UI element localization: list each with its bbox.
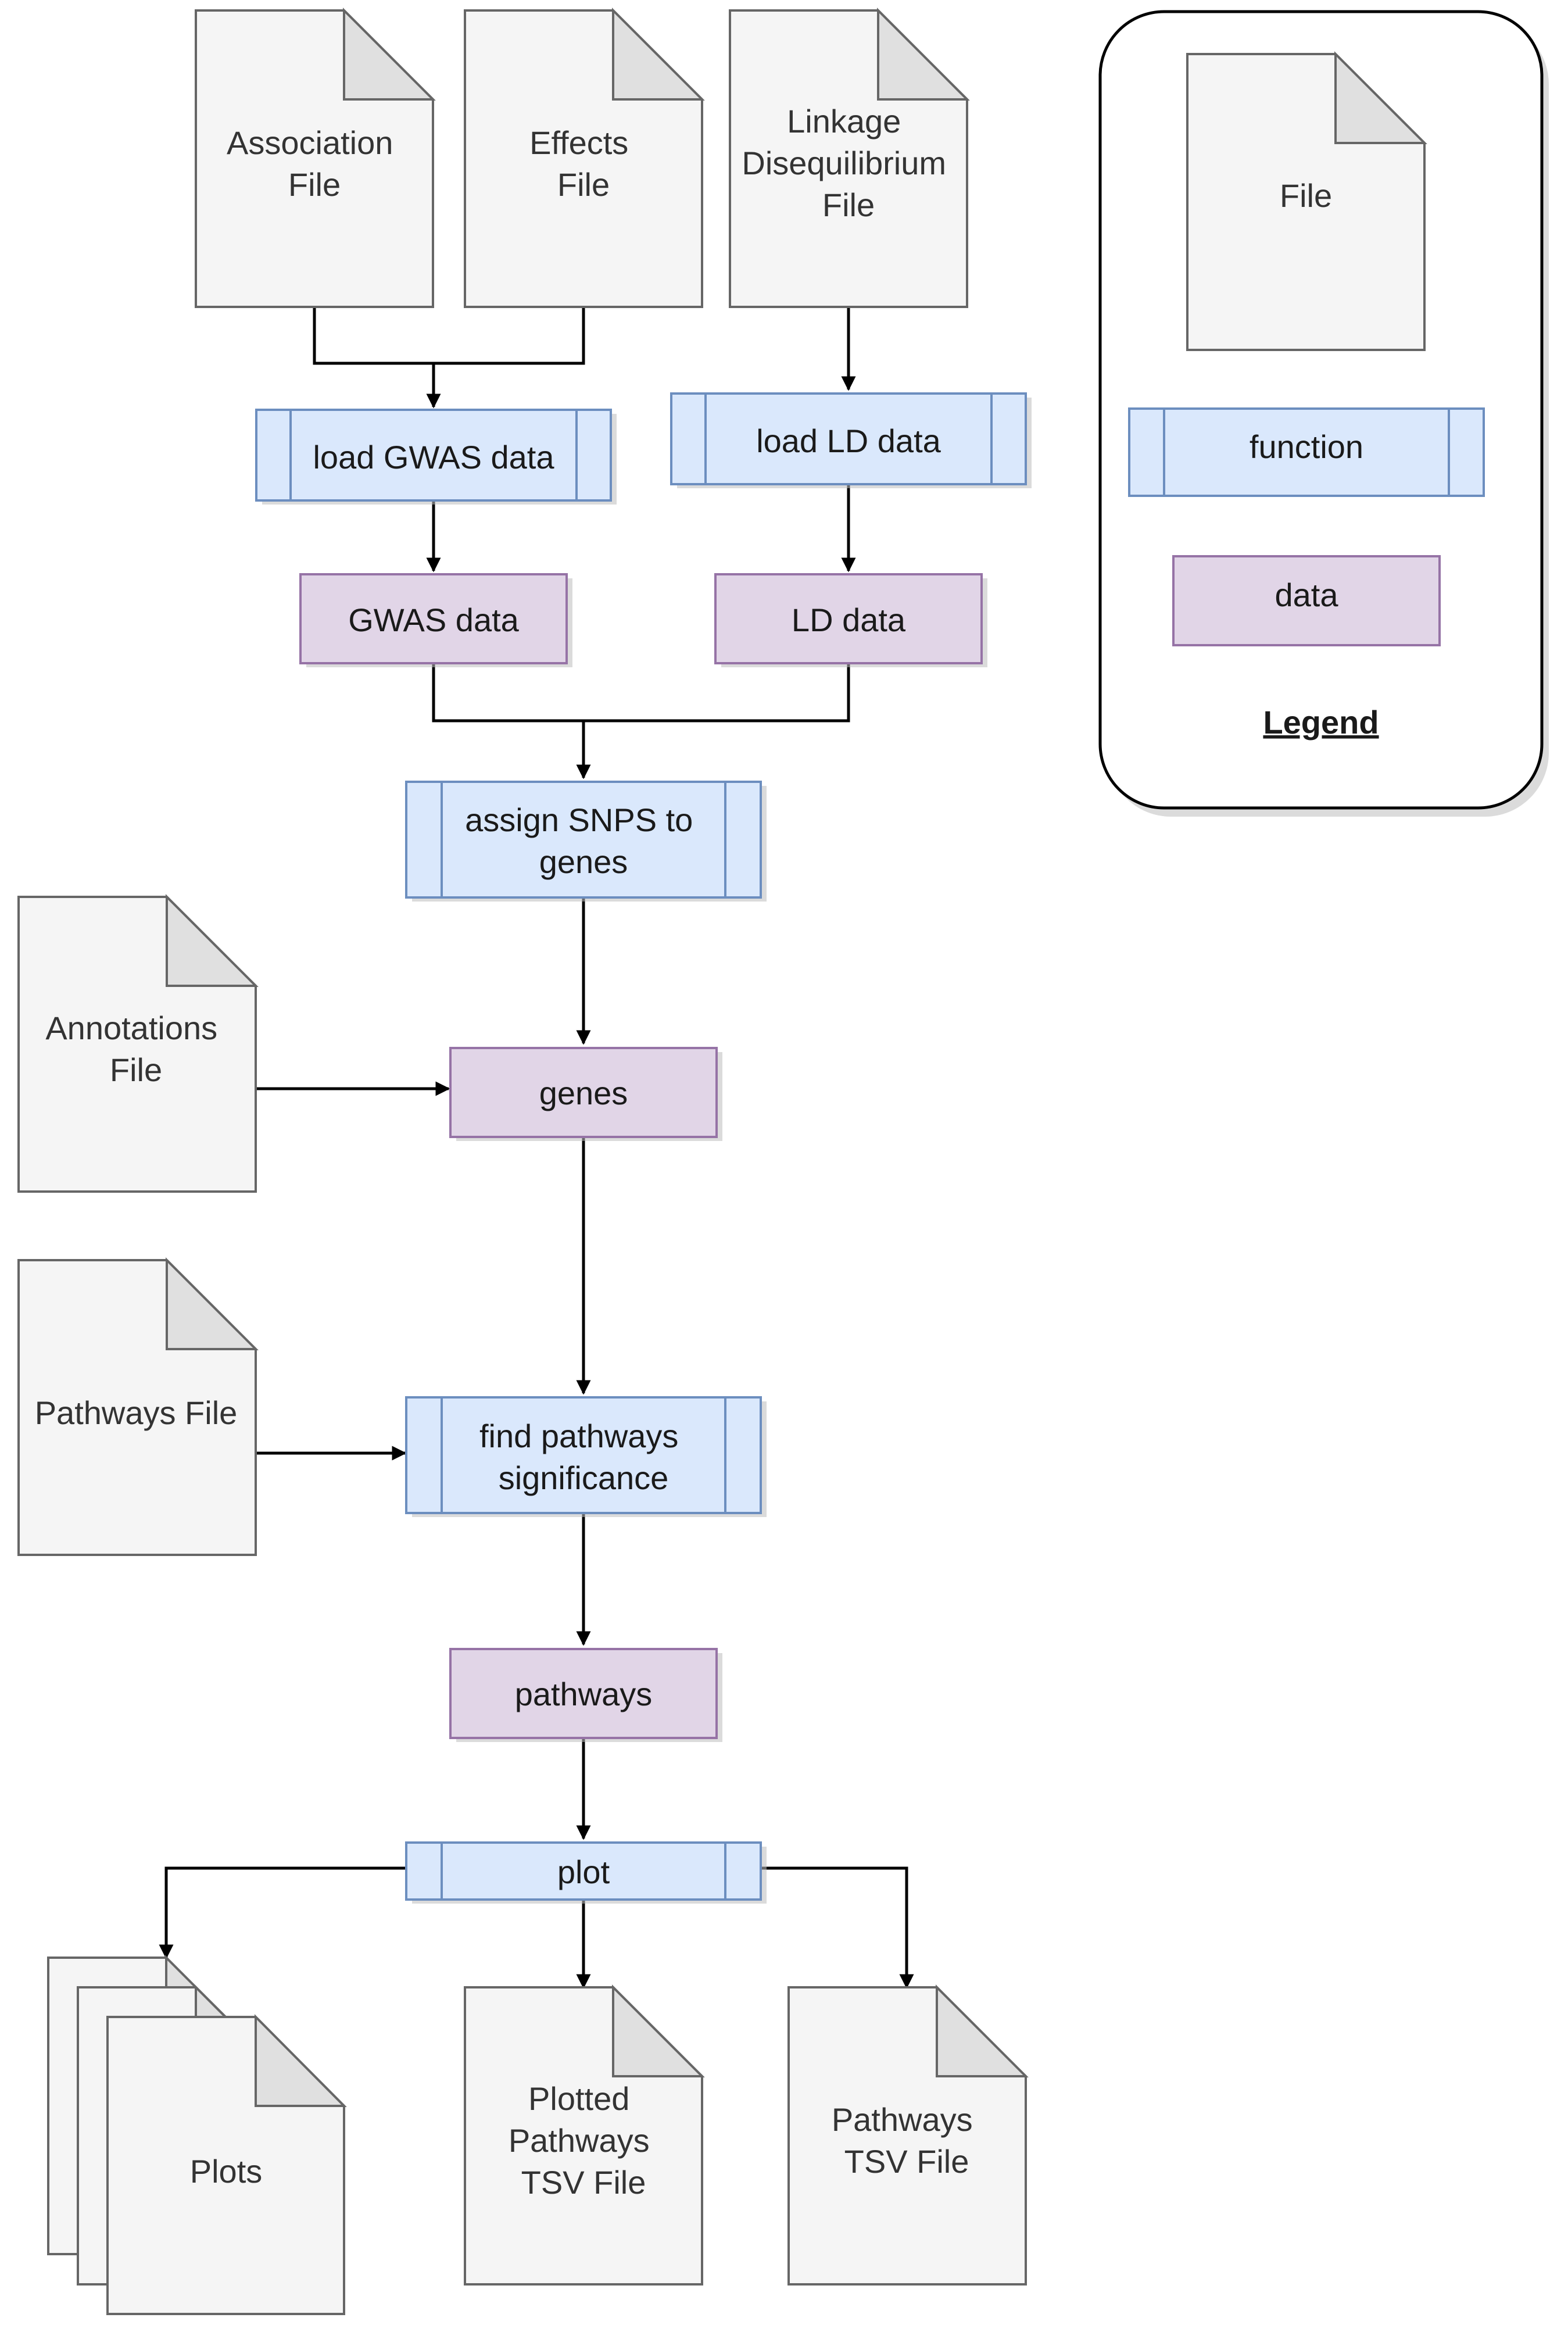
- pathways-node: pathways: [449, 1648, 722, 1742]
- gwas-data-node: GWAS data: [299, 573, 572, 667]
- edge-plot-to-plots: [159, 1866, 406, 1959]
- ld-file-node: Linkage Disequilibrium File: [729, 8, 970, 308]
- plots-label: Plots: [190, 2153, 263, 2190]
- load-gwas-node: load GWAS data: [255, 409, 617, 505]
- pathways-tsv-node: Pathways TSV File: [787, 1984, 1029, 2285]
- plot-node: plot: [405, 1841, 767, 1904]
- genes-node: genes: [449, 1047, 722, 1141]
- plotted-tsv-label: Plotted Pathways TSV File: [509, 2080, 658, 2201]
- edge-plot-to-pathways-tsv: [761, 1866, 914, 1989]
- legend-file-label: File: [1280, 177, 1332, 214]
- legend-file-shape: File: [1186, 51, 1427, 351]
- plots-node: Plots: [47, 1955, 347, 2315]
- edge-gwas-data-to-assign: [432, 660, 591, 779]
- load-ld-node: load LD data: [670, 392, 1032, 488]
- load-gwas-label: load GWAS data: [313, 439, 554, 475]
- edge-association-to-load-gwas: [313, 307, 441, 409]
- legend-function-shape: function: [1128, 407, 1485, 497]
- find-pathways-node: find pathways significance: [405, 1396, 767, 1517]
- load-ld-label: load LD data: [756, 423, 941, 459]
- pathways-file-node: Pathways File: [17, 1257, 259, 1556]
- gwas-data-label: GWAS data: [348, 602, 519, 638]
- effects-file-label: Effects File: [529, 124, 638, 203]
- legend-function-label: function: [1250, 428, 1363, 465]
- edge-effects-to-load-gwas: [434, 307, 585, 365]
- annotations-file-label: Annotations File: [45, 1010, 226, 1088]
- association-file-node: Association File: [195, 8, 436, 308]
- legend-data-shape: data: [1172, 555, 1441, 646]
- genes-label: genes: [539, 1075, 628, 1111]
- legend-panel: File function data Legend: [1098, 10, 1549, 817]
- edge-ld-data-to-assign: [583, 660, 850, 723]
- pathways-file-label: Pathways File: [35, 1394, 238, 1431]
- legend-data-label: data: [1275, 577, 1339, 613]
- annotations-file-node: Annotations File: [17, 894, 259, 1193]
- edges: [159, 307, 914, 1989]
- find-pathways-label: find pathways significance: [479, 1418, 688, 1496]
- pathways-tsv-label: Pathways TSV File: [832, 2101, 982, 2180]
- plot-label: plot: [557, 1854, 610, 1890]
- effects-file-node: Effects File: [464, 8, 705, 308]
- association-file-label: Association File: [227, 124, 402, 203]
- ld-file-label: Linkage Disequilibrium File: [742, 103, 955, 223]
- pathways-label: pathways: [515, 1676, 653, 1712]
- legend-title: Legend: [1263, 704, 1379, 741]
- plotted-tsv-node: Plotted Pathways TSV File: [464, 1984, 705, 2285]
- assign-snps-node: assign SNPS to genes: [405, 781, 767, 902]
- assign-snps-label: assign SNPS to genes: [465, 802, 702, 880]
- ld-data-label: LD data: [792, 602, 906, 638]
- ld-data-node: LD data: [714, 573, 987, 667]
